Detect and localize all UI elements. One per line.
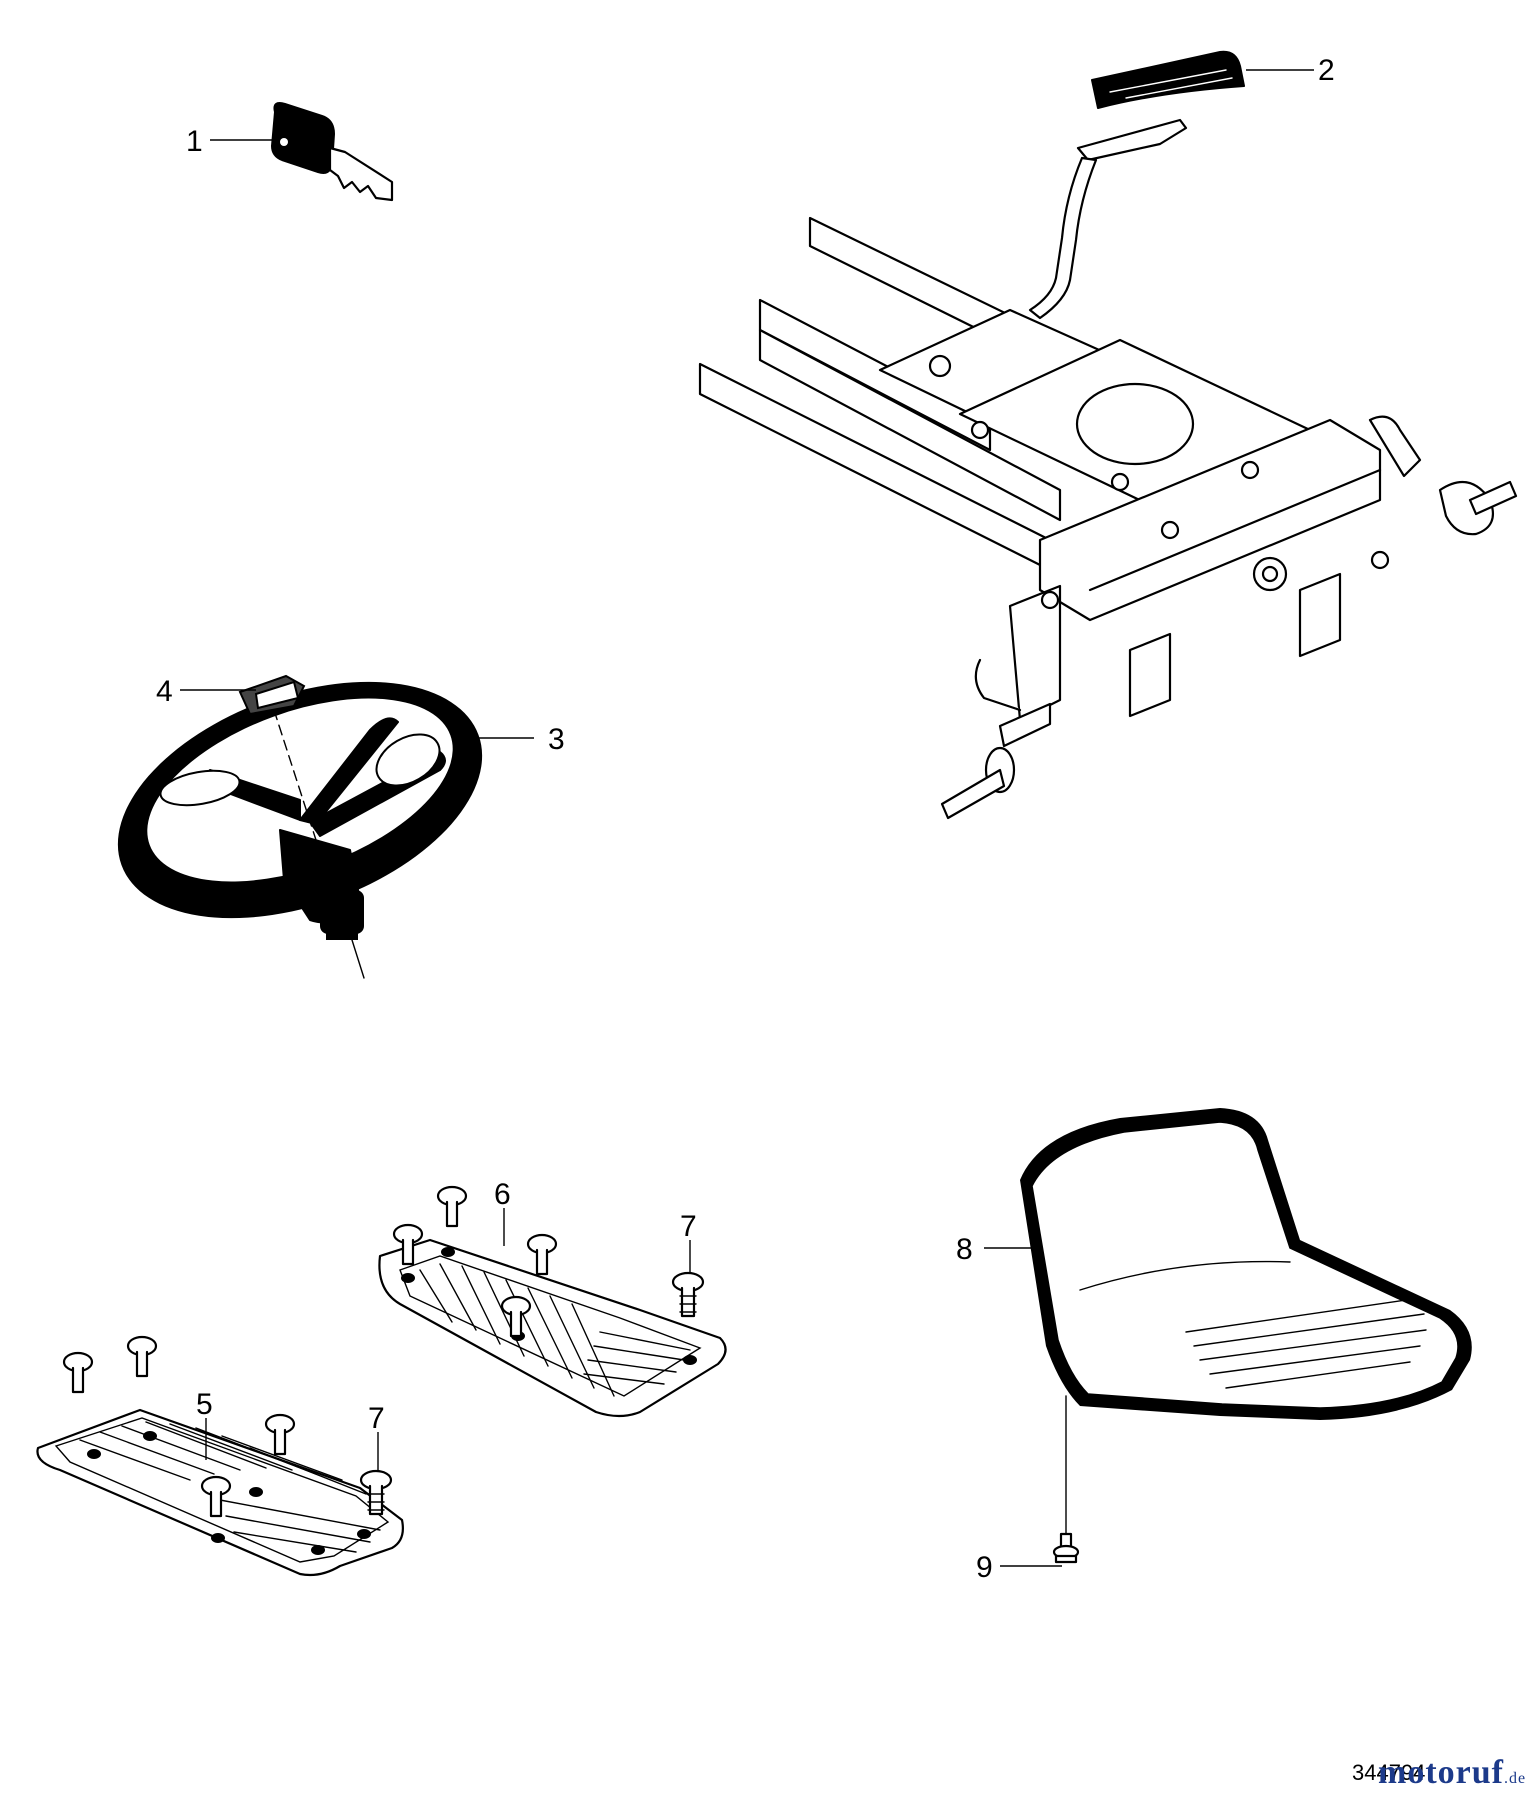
drawing-number: 344794	[1352, 1760, 1426, 1785]
callout-9: 9	[976, 1551, 993, 1584]
watermark-text: motoruf	[1378, 1754, 1504, 1791]
callout-6: 6	[494, 1178, 511, 1211]
watermark-logo: motoruf.de	[1378, 1754, 1526, 1792]
callout-7b: 7	[368, 1402, 385, 1435]
callout-7a: 7	[680, 1210, 697, 1243]
callout-8: 8	[956, 1233, 973, 1266]
push-rivet-7-lower[interactable]	[359, 1469, 393, 1516]
watermark-suffix: .de	[1503, 1770, 1527, 1787]
push-rivets-6	[392, 1185, 558, 1338]
steering-shaft-line	[351, 939, 365, 979]
callout-4: 4	[156, 675, 173, 708]
pedal-pad[interactable]	[1091, 50, 1245, 109]
seat-bolt[interactable]	[1052, 1532, 1080, 1564]
steering-wheel-cap[interactable]	[238, 674, 306, 716]
push-rivets-5	[62, 1335, 296, 1518]
frame-assembly	[698, 118, 1518, 820]
callout-1: 1	[186, 125, 203, 158]
right-footrest[interactable]	[378, 1238, 727, 1418]
ignition-key[interactable]	[271, 102, 394, 202]
seat[interactable]	[1020, 1108, 1472, 1420]
callout-3: 3	[548, 723, 565, 756]
callout-5: 5	[196, 1388, 213, 1421]
push-rivet-7-upper[interactable]	[671, 1271, 705, 1318]
cap-centerline	[273, 709, 317, 841]
callout-2: 2	[1318, 54, 1335, 87]
